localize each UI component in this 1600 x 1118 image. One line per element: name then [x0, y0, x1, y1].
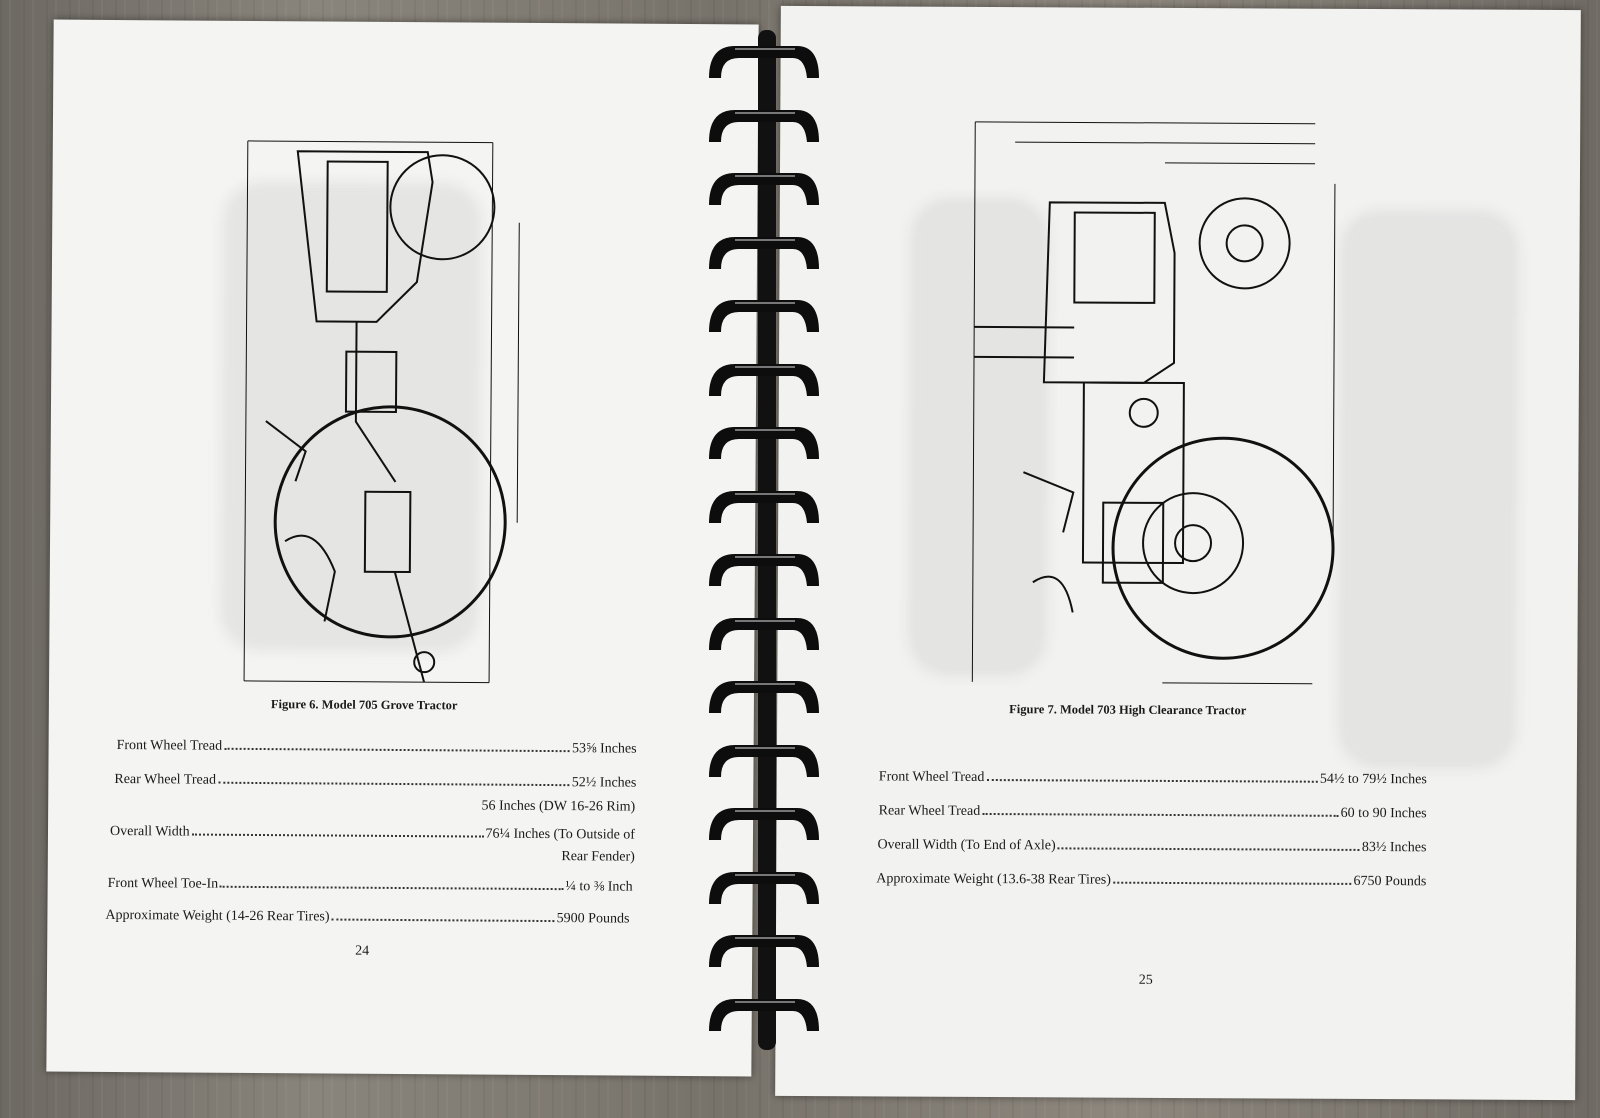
binding-coil — [709, 681, 819, 713]
spec-row: Front Wheel Tread 54½ to 79½ Inches — [879, 769, 1427, 788]
binding-coil — [709, 300, 819, 332]
spec-extra: 56 Inches (DW 16-26 Rim) — [481, 798, 636, 815]
spec-row: Approximate Weight (13.6-38 Rear Tires) 6… — [876, 871, 1426, 890]
left-page: Figure 6. Model 705 Grove Tractor Front … — [46, 19, 759, 1077]
spec-row: Rear Wheel Tread 60 to 90 Inches — [879, 803, 1427, 822]
spec-row: Overall Width 76¼ Inches (To Outside of — [110, 824, 635, 844]
binding-coil — [709, 173, 819, 205]
spec-label: Rear Wheel Tread — [114, 771, 217, 788]
spec-value: 83½ Inches — [1361, 839, 1427, 856]
spec-row: Overall Width (To End of Axle) 83½ Inches — [877, 837, 1426, 856]
spec-label: Rear Wheel Tread — [878, 803, 981, 819]
figure-caption: Figure 7. Model 703 High Clearance Tract… — [1009, 702, 1247, 718]
spec-value: 5900 Pounds — [556, 911, 630, 927]
spec-label: Approximate Weight (13.6-38 Rear Tires) — [876, 871, 1111, 888]
spec-value: 53⅝ Inches — [572, 741, 637, 757]
spec-row: Front Wheel Toe-In ¼ to ⅜ Inch — [108, 876, 633, 896]
spec-value: 60 to 90 Inches — [1340, 805, 1427, 822]
binding-coil — [709, 363, 819, 396]
spec-row: Front Wheel Tread 53⅝ Inches — [117, 738, 637, 758]
binding-coil — [709, 427, 819, 459]
binding-coil — [709, 998, 819, 1031]
binding-coil — [709, 808, 819, 840]
page-number: 24 — [355, 943, 370, 959]
page-number: 25 — [1138, 972, 1153, 988]
spec-label: Front Wheel Toe-In — [107, 875, 219, 892]
spec-value: 52½ Inches — [571, 775, 637, 791]
binding-spine — [758, 30, 776, 1050]
spec-value: 6750 Pounds — [1353, 873, 1427, 890]
spec-extra: Rear Fender) — [561, 849, 635, 865]
tractor-705-drawing — [243, 140, 520, 684]
binding-coil — [709, 490, 819, 523]
spec-value: ¼ to ⅜ Inch — [565, 879, 633, 895]
spec-row: Rear Wheel Tread 52½ Inches — [114, 772, 636, 792]
binding-coil — [709, 935, 819, 967]
binding-coil — [709, 109, 819, 142]
spiral-binding — [700, 30, 840, 1050]
spec-label: Approximate Weight (14-26 Rear Tires) — [105, 907, 330, 925]
spec-label: Overall Width (To End of Axle) — [877, 837, 1056, 854]
spec-value: 76¼ Inches (To Outside of — [485, 826, 636, 843]
binding-coil — [709, 46, 819, 78]
spec-label: Front Wheel Tread — [116, 738, 223, 754]
spec-value: 54½ to 79½ Inches — [1319, 771, 1427, 788]
spec-label: Front Wheel Tread — [878, 769, 985, 785]
tractor-703-drawing — [971, 121, 1336, 685]
binding-coil — [709, 744, 819, 777]
spec-row: Approximate Weight (14-26 Rear Tires) 59… — [105, 908, 629, 928]
spec-label: Overall Width — [109, 823, 190, 840]
figure-caption: Figure 6. Model 705 Grove Tractor — [270, 697, 458, 713]
binding-coil — [709, 236, 819, 269]
binding-coil — [709, 617, 819, 650]
binding-coil — [709, 871, 819, 904]
binding-coil — [709, 554, 819, 586]
right-page: Figure 7. Model 703 High Clearance Tract… — [775, 5, 1581, 1101]
